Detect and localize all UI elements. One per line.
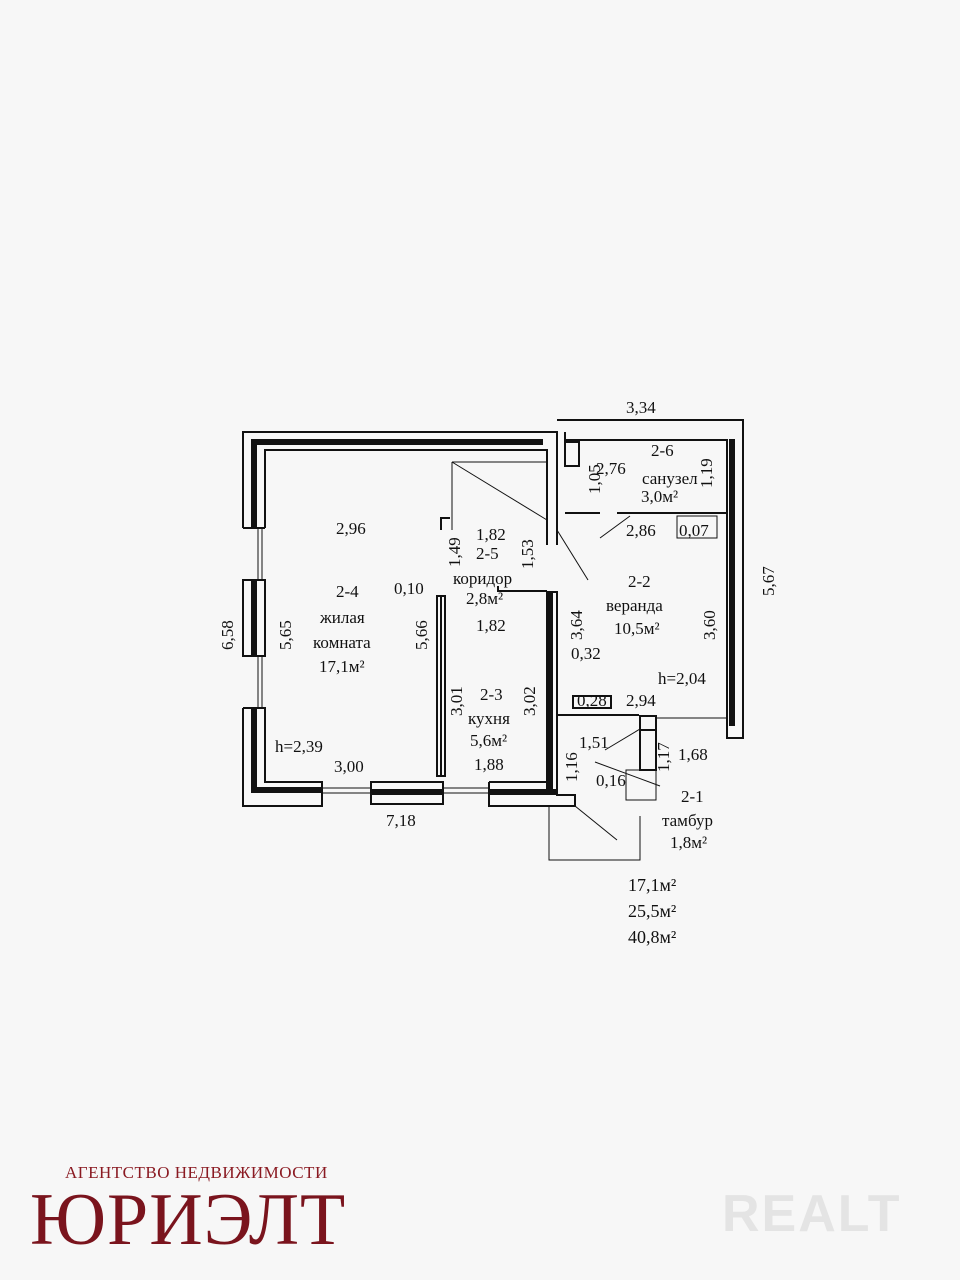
vestibule-dim-diagonal: 1,51 [579, 733, 609, 752]
vestibule-name: тамбур [662, 811, 713, 830]
bottom-width-label: 7,18 [386, 811, 416, 830]
veranda-name: веранда [606, 596, 663, 615]
total-useful-area: 25,5м² [628, 901, 677, 921]
total-area: 40,8м² [628, 927, 677, 947]
living-name-1: жилая [320, 608, 365, 627]
corridor-area: 2,8м² [466, 589, 504, 608]
living-code: 2-4 [336, 582, 359, 601]
vestibule-dim-small: 0,16 [596, 771, 626, 790]
veranda-wall-thickness: 0,32 [571, 644, 601, 663]
vestibule-dim-width: 1,68 [678, 745, 708, 764]
bath-dim-width: 2,76 [596, 459, 626, 478]
living-name-2: комната [313, 633, 371, 652]
bath-dim-left: 1,05 [585, 464, 604, 494]
kitchen-code: 2-3 [480, 685, 503, 704]
outer-wall-inner [264, 449, 548, 545]
agency-subtitle: АГЕНТСТВО НЕДВИЖИМОСТИ [65, 1163, 328, 1182]
vestibule-dim-right: 1,17 [654, 742, 673, 772]
corridor-width-top: 1,82 [476, 525, 506, 544]
corridor-name: коридор [453, 569, 513, 588]
kitchen-area: 5,6м² [470, 731, 508, 750]
veranda-ceiling-height: h=2,04 [658, 669, 706, 688]
veranda-height-left: 3,64 [567, 610, 586, 640]
living-area: 17,1м² [319, 657, 365, 676]
living-wall-thickness: 0,10 [394, 579, 424, 598]
left-height-label: 6,58 [218, 620, 237, 650]
living-height-right: 5,66 [412, 620, 431, 650]
living-height-left: 5,65 [276, 620, 295, 650]
living-width-bottom: 3,00 [334, 757, 364, 776]
agency-logo-text: ЮРИЭЛТ [30, 1179, 347, 1261]
vestibule-area: 1,8м² [670, 833, 708, 852]
corridor-height-left: 1,49 [445, 537, 464, 567]
corridor-height-right: 1,53 [518, 539, 537, 569]
outer-wall [242, 431, 558, 545]
corridor-width-bottom: 1,82 [476, 616, 506, 635]
top-width-label: 3,34 [626, 398, 656, 417]
living-width-top: 2,96 [336, 519, 366, 538]
kitchen-width-bottom: 1,88 [474, 755, 504, 774]
right-height-label: 5,67 [759, 566, 778, 596]
veranda-dim-small: 0,28 [577, 691, 607, 710]
bath-dim-small: 0,07 [679, 521, 709, 540]
kitchen-height-left: 3,01 [447, 686, 466, 716]
corridor-code: 2-5 [476, 544, 499, 563]
bath-name: санузел [642, 469, 698, 488]
veranda-width-bottom: 2,94 [626, 691, 656, 710]
realt-watermark: REALT [722, 1185, 902, 1243]
bath-dim-bottom: 2,86 [626, 521, 656, 540]
bath-area: 3,0м² [641, 487, 679, 506]
bath-dim-right: 1,19 [697, 458, 716, 488]
veranda-code: 2-2 [628, 572, 651, 591]
vestibule-dim-left: 1,16 [562, 752, 581, 782]
living-ceiling-height: h=2,39 [275, 737, 323, 756]
vestibule-code: 2-1 [681, 787, 704, 806]
kitchen-height-right: 3,02 [520, 686, 539, 716]
bath-code: 2-6 [651, 441, 674, 460]
kitchen-name: кухня [468, 709, 510, 728]
veranda-area: 10,5м² [614, 619, 660, 638]
veranda-height-right: 3,60 [700, 610, 719, 640]
total-living-area: 17,1м² [628, 875, 677, 895]
